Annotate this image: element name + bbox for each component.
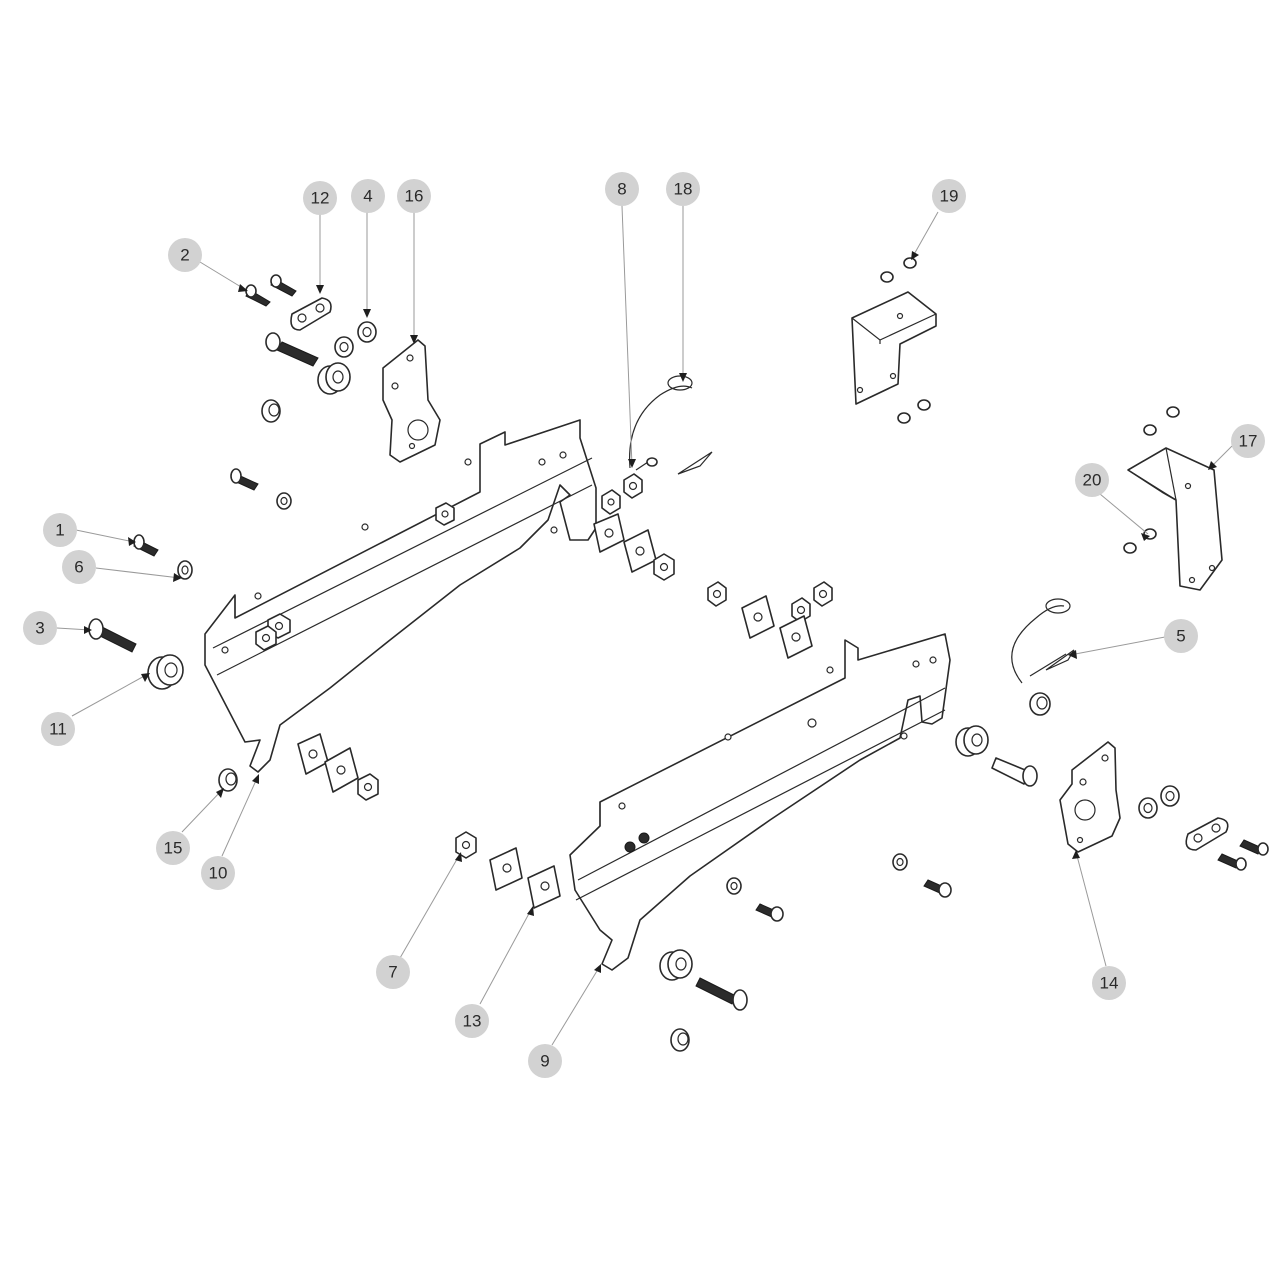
- lanyard-pin-right: [1011, 598, 1075, 716]
- callout-label: 16: [405, 187, 424, 206]
- callout-4: 4: [351, 179, 385, 213]
- right-corner-bracket: [1123, 406, 1223, 591]
- callout-8: 8: [605, 172, 639, 206]
- callout-20: 20: [1075, 463, 1109, 497]
- bottom-fasteners: [659, 949, 748, 1052]
- screw-with-washer: [230, 468, 292, 510]
- callout-12: 12: [303, 181, 337, 215]
- callout-label: 18: [674, 180, 693, 199]
- callout-label: 7: [388, 963, 397, 982]
- right-guide-plate: [1059, 741, 1121, 853]
- callout-label: 14: [1100, 974, 1119, 993]
- callout-label: 19: [940, 187, 959, 206]
- screw: [245, 274, 297, 307]
- callout-18: 18: [666, 172, 700, 206]
- callout-6: 6: [62, 550, 96, 584]
- washer: [334, 321, 377, 358]
- callout-16: 16: [397, 179, 431, 213]
- left-fasteners: [88, 534, 238, 792]
- callout-label: 20: [1083, 471, 1102, 490]
- top-left-fasteners: [230, 274, 377, 510]
- callout-label: 13: [463, 1012, 482, 1031]
- square-nut-plates-center: [593, 473, 675, 581]
- callout-19: 19: [932, 179, 966, 213]
- callout-7: 7: [376, 955, 410, 989]
- callout-13: 13: [455, 1004, 489, 1038]
- callout-label: 17: [1239, 432, 1258, 451]
- square-nut-plates-left: [297, 733, 379, 801]
- bushing: [261, 399, 281, 423]
- lanyard-pin-top: [628, 375, 713, 475]
- upper-corner-bracket: [851, 257, 937, 424]
- square-nut-plates-right: [707, 581, 833, 659]
- left-side-bracket: [204, 419, 597, 773]
- right-side-bracket: [569, 633, 951, 971]
- callout-17: 17: [1231, 424, 1265, 458]
- callout-10: 10: [201, 856, 235, 890]
- callout-5: 5: [1164, 619, 1198, 653]
- callout-label: 15: [164, 839, 183, 858]
- bracket-screw: [880, 257, 931, 424]
- callout-2: 2: [168, 238, 202, 272]
- callout-3: 3: [23, 611, 57, 645]
- left-guide-plate: [382, 339, 441, 463]
- callout-14: 14: [1092, 966, 1126, 1000]
- callout-label: 4: [363, 187, 372, 206]
- roller: [317, 362, 351, 395]
- square-nut-plates-bottom: [455, 831, 561, 909]
- callout-9: 9: [528, 1044, 562, 1078]
- callout-1: 1: [43, 513, 77, 547]
- callout-11: 11: [41, 712, 75, 746]
- bracket-nut: [255, 502, 455, 651]
- callout-label: 12: [311, 189, 330, 208]
- callout-label: 3: [35, 619, 44, 638]
- callout-label: 11: [49, 720, 67, 739]
- callout-label: 8: [617, 180, 626, 199]
- right-fasteners: [726, 725, 1269, 922]
- leader-arrows: [84, 251, 1217, 973]
- link-plate: [290, 297, 332, 331]
- callout-15: 15: [156, 831, 190, 865]
- callout-label: 10: [209, 864, 228, 883]
- callout-label: 6: [74, 558, 83, 577]
- long-bolt: [265, 332, 319, 367]
- callout-label: 1: [55, 521, 64, 540]
- callout-label: 5: [1176, 627, 1185, 646]
- callout-label: 2: [180, 246, 189, 265]
- callout-label: 9: [540, 1052, 549, 1071]
